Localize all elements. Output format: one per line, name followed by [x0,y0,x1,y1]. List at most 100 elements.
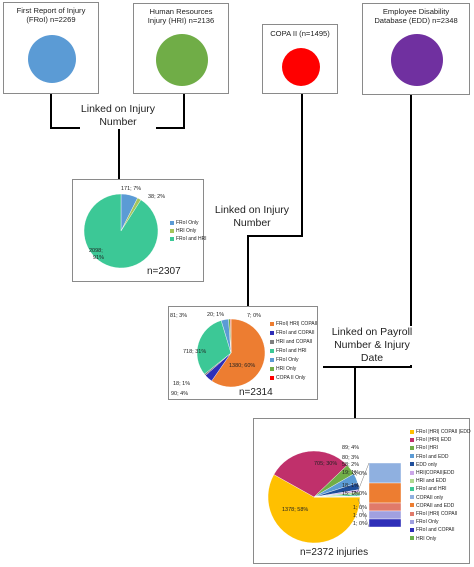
stage3-legend-item: FRoI |HRI| EDD [410,437,451,443]
stage1-legend-label: FRoI Only [176,220,199,226]
stage2-pie-chart: 1380; 60% 90; 4% 18; 1% 718; 31% 81; 3% 20; 1… [170,312,266,397]
edd-box: Employee Disability Database (EDD) n=234… [362,3,470,95]
connector-line [357,462,370,492]
stage2-legend-label: HRI Only [276,366,297,372]
stage2-legend-label: FRoI Only [276,357,299,363]
data-label: 2; 0% [353,491,367,497]
stage1-legend-item: HRI Only [170,228,196,234]
stage3-legend-label: FRoI |HRI [416,445,439,452]
stage1-legend-label: HRI Only [176,228,197,234]
stage3-legend-item: FRoI |HRI [410,445,438,451]
hri-title: Human Resources Injury (HRI) n=2136 [147,7,215,25]
stage1-n-label: n=2307 [147,266,181,277]
stage3-legend-item: FRoI Only [410,519,439,525]
stage3-legend-label: COPAII only [416,494,444,501]
copa-circle [282,48,320,86]
stage2-legend-label: FRoI and HRI [276,348,307,354]
copa-box: COPA II (n=1495) [262,24,338,94]
stage2-legend-item: FRoI and HRI [270,348,307,354]
stage1-box: 171; 7%38; 2%2098;91% FRoI Only HRI Only… [72,179,207,282]
data-label: 1380; 60% [229,363,255,369]
data-label: 2098; [89,248,103,254]
stage3-legend-label: FRoI |HRI| COPAII |EDD [416,429,471,435]
stage3-legend-label: COPAII and EDD [416,502,455,509]
stage3-legend-item: HRI|COPAII|EDD [410,470,454,476]
stage1-legend-item: FRoI and HRI [170,236,207,242]
froi-box: First Report of Injury (FRoI) n=2269 [3,2,99,94]
data-label: 1; 0% [353,505,367,511]
stage2-legend-item: FRoI and COPAII [270,330,315,336]
copa-down-line [301,94,303,236]
data-label: 19; 1% [342,470,359,476]
link3-horizontal [323,366,412,368]
stage2-legend-item: HRI Only [270,366,296,372]
data-label: 3; 0% [353,471,367,477]
stage3-legend-item: FRoI |HRI| COPAII |EDD [410,429,471,435]
stage3-bar-segment [368,502,402,512]
data-label: 20; 1% [207,312,224,318]
hri-box: Human Resources Injury (HRI) n=2136 [133,3,229,94]
stage3-legend-item: COPAII and EDD [410,503,454,509]
link2-horizontal [247,235,303,237]
stage1-legend-item: FRoI Only [170,220,199,226]
data-label: 18; 1% [342,483,359,489]
data-label: 38; 2% [148,194,165,200]
edd-title: Employee Disability Database (EDD) n=234… [374,7,458,25]
stage3-legend-item: HRI Only [410,536,436,542]
link2-label: Linked on Injury Number [214,204,290,230]
edd-down-line [410,95,412,368]
edd-circle [391,34,443,86]
stage2-legend-label: FRoI| HRI| COPAII [276,321,318,327]
stage2-slice [196,320,232,375]
copa-title: COPA II (n=1495) [270,29,330,38]
stage2-legend-item: FRoI Only [270,357,299,363]
stage3-bar-segment [368,510,402,520]
stage3-legend-label: HRI|COPAII|EDD [416,470,455,476]
stage2-n-label: n=2314 [239,387,273,398]
stage2-legend-label: COPA II Only [276,375,306,381]
data-label: 89; 4% [342,445,359,451]
hri-circle [156,34,208,86]
stage3-legend-label: FRoI Only [416,519,439,526]
stage3-legend-item: COPAII only [410,495,443,501]
link3-label: Linked on Payroll Number & Injury Date [324,326,420,365]
stage2-slice [211,318,266,388]
stage3-legend-label: EDD only [416,461,438,468]
link3-down [354,366,356,418]
data-label: 90; 4% [171,391,188,397]
stage3-box: 1378; 58%705; 30%89; 4%80; 3%58; 2%19; 1… [253,418,471,564]
stage3-bar-segment [368,462,402,484]
stage3-slice [267,474,361,544]
data-label: 1; 0% [353,521,367,527]
data-label: 18; 1% [173,381,190,387]
data-label: 1378; 58% [282,507,308,513]
stage1-legend-label: FRoI and HRI [176,236,207,242]
stage3-legend-item: EDD only [410,462,437,468]
data-label: 91% [93,255,104,261]
data-label: 705; 30% [314,461,337,467]
data-label: 58; 2% [342,462,359,468]
stage3-legend-label: HRI and EDD [416,478,447,485]
froi-circle [28,35,76,83]
data-label: 7; 0% [247,313,261,319]
connector-line [357,498,370,528]
stage3-legend-label: FRoI |HRI| EDD [416,437,452,444]
stage3-legend-item: FRoI and EDD [410,454,449,460]
stage3-legend-item: FRoI |HRI| COPAII [410,511,457,517]
stage3-slice [273,450,348,498]
stage3-legend-item: HRI and EDD [410,478,446,484]
stage2-legend-item: FRoI| HRI| COPAII [270,321,317,327]
stage2-legend-item: COPA II Only [270,375,305,381]
hri-down-line [183,94,185,128]
froi-title: First Report of Injury (FRoI) n=2269 [16,6,86,24]
froi-down-line [50,94,52,128]
data-label: 81; 3% [170,313,187,319]
stage3-legend-label: FRoI and HRI [416,486,447,493]
stage3-legend-label: FRoI and COPAII [416,527,455,534]
stage3-bar-segment [368,482,402,504]
data-label: 718; 31% [183,349,206,355]
stage3-legend-label: FRoI |HRI| COPAII [416,511,458,517]
stage3-legend-item: FRoI and HRI [410,486,447,492]
stage3-legend-item: FRoI and COPAII [410,527,455,533]
stage3-legend-label: HRI Only [416,535,437,542]
